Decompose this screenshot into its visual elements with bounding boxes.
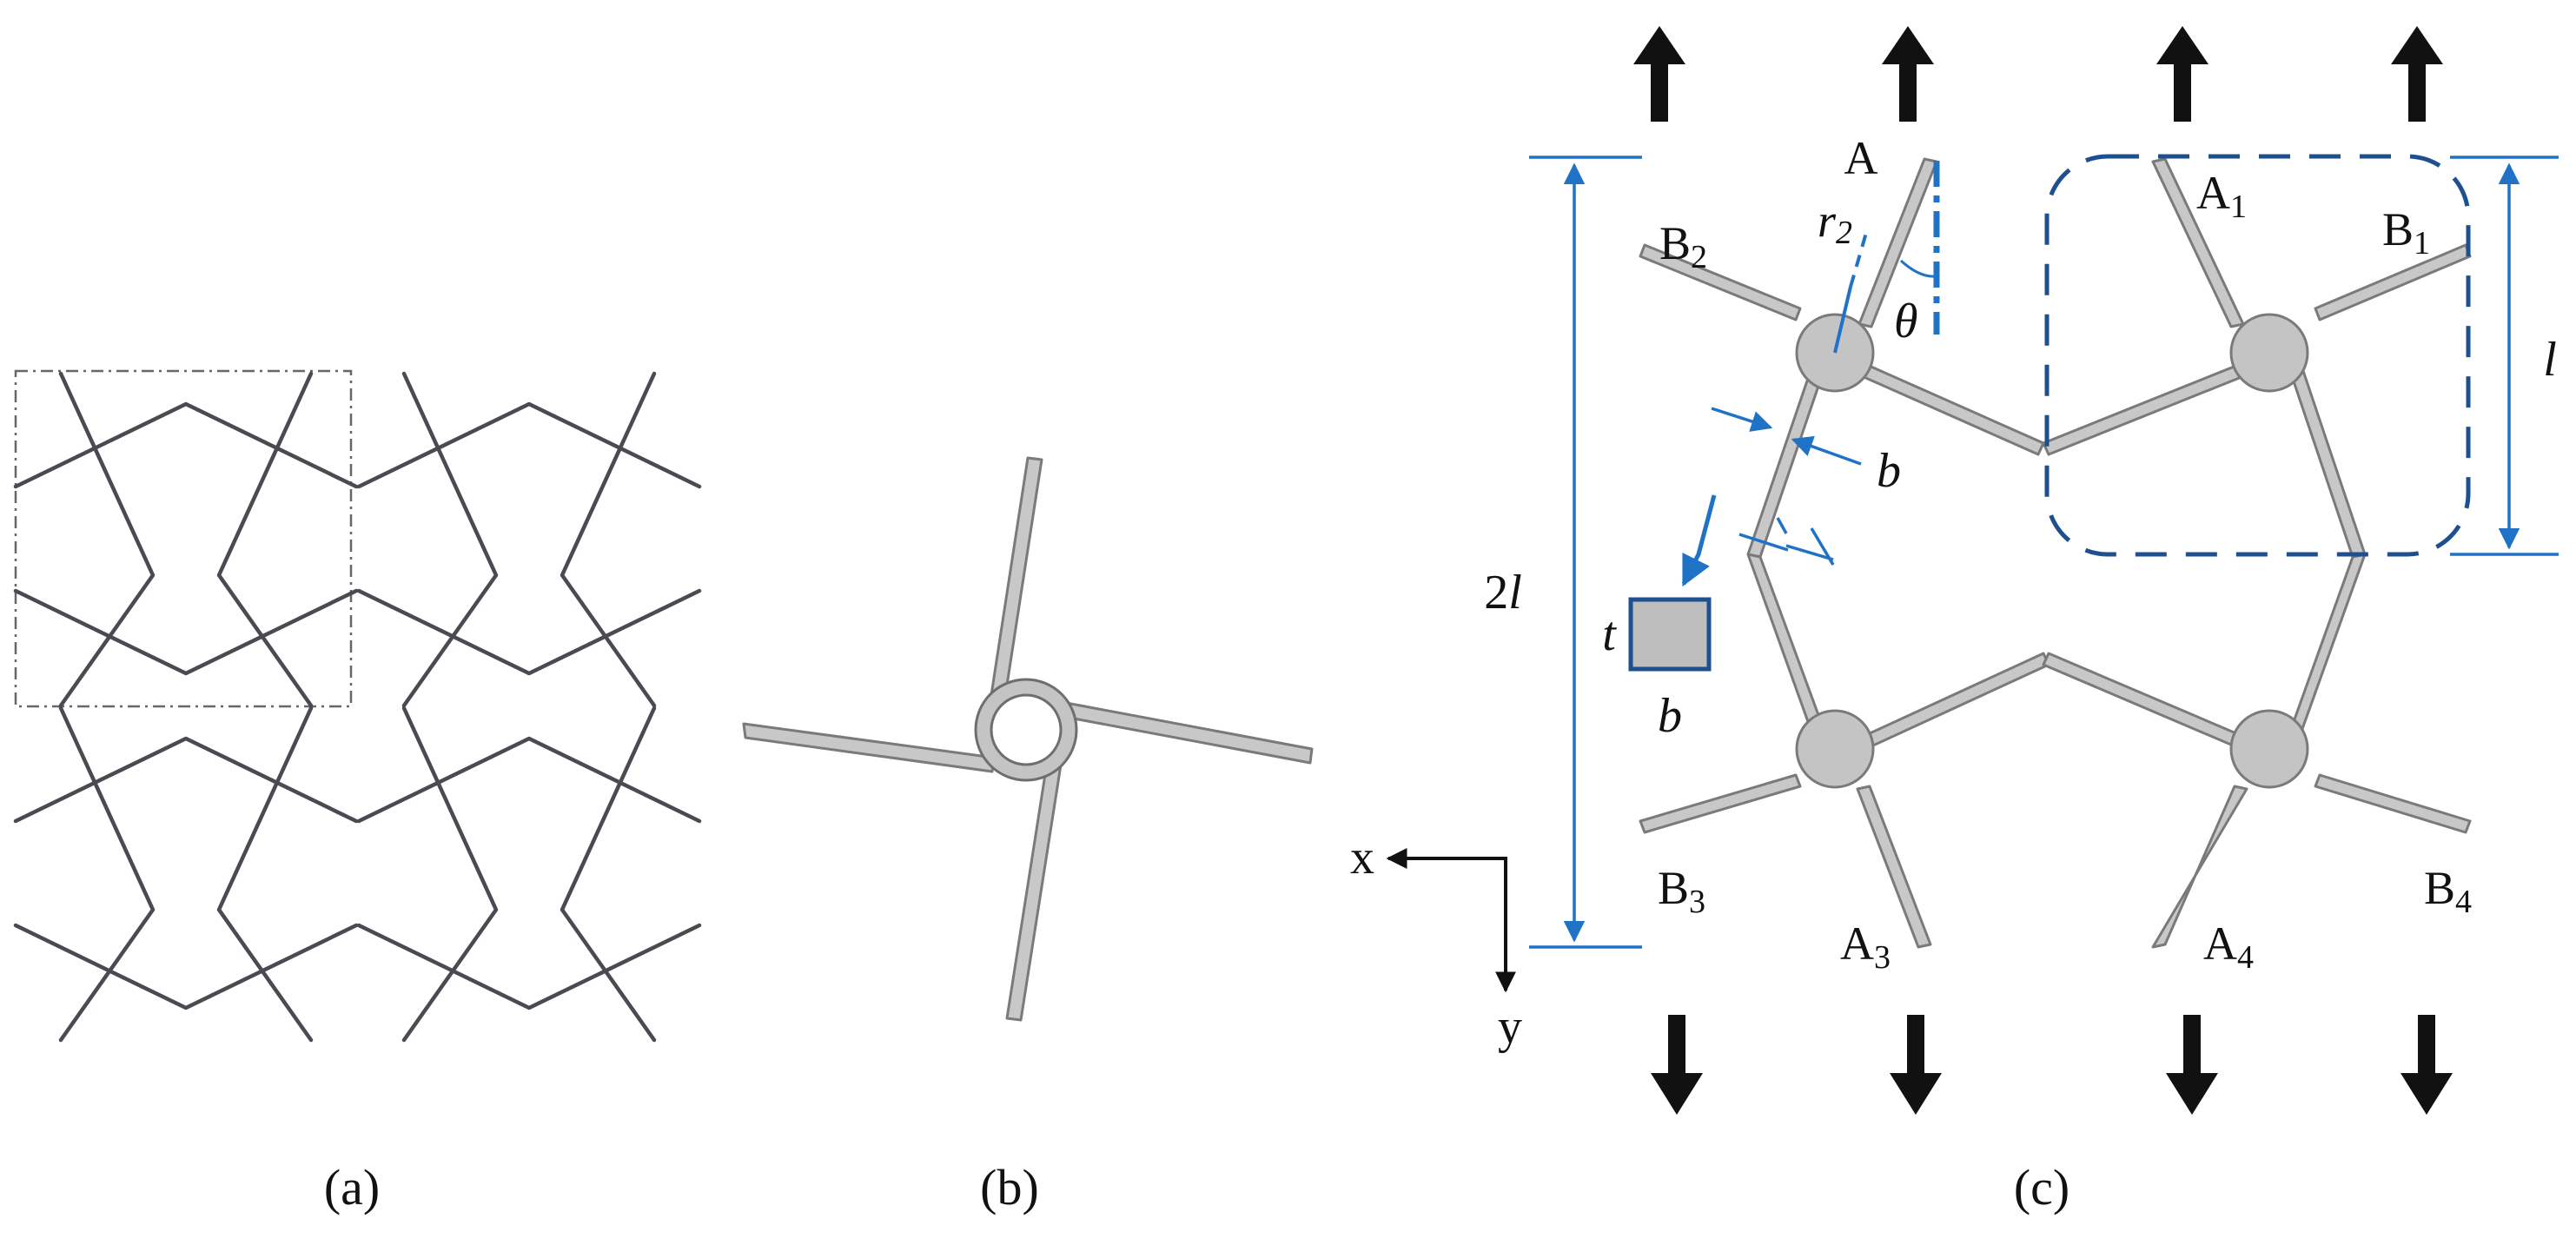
label-B1: B1 xyxy=(2382,203,2430,262)
load-arrow-up xyxy=(2391,26,2443,122)
load-arrows-top xyxy=(1633,26,2443,122)
load-arrow-down xyxy=(2401,1015,2453,1115)
label-b-width: b xyxy=(1877,444,1901,498)
node-bottom-right xyxy=(2229,709,2309,789)
panel-a-caption: (a) xyxy=(324,1159,380,1216)
cell-ligaments xyxy=(1639,157,2472,949)
label-theta: θ xyxy=(1894,295,1918,348)
label-A3: A3 xyxy=(1840,918,1891,976)
angle-theta: θ xyxy=(1894,161,1940,348)
axis-y-label: y xyxy=(1498,1000,1522,1054)
panel-c-caption: (c) xyxy=(2014,1159,2069,1216)
label-B3: B3 xyxy=(1658,862,1705,920)
load-arrow-up xyxy=(1882,26,1934,122)
panel-c-cell: 2l l θ r2 b xyxy=(1350,26,2559,1216)
load-arrow-down xyxy=(1651,1015,1703,1115)
node-bottom-left xyxy=(1795,709,1875,789)
load-arrow-up xyxy=(2156,26,2208,122)
coordinate-axes: x y xyxy=(1350,831,1522,1054)
unit-cell-box xyxy=(14,369,353,708)
cross-section-rect xyxy=(1628,597,1712,672)
panel-a-lattice: (a) xyxy=(13,369,699,1216)
load-arrows-bottom xyxy=(1651,1015,2453,1115)
cross-section: t b xyxy=(1602,597,1712,743)
unit-cell-outline xyxy=(2044,154,2471,557)
axis-x-label: x xyxy=(1350,831,1374,885)
load-arrow-down xyxy=(2166,1015,2218,1115)
label-B2: B2 xyxy=(1659,217,1707,275)
label-2l: 2l xyxy=(1484,566,1522,620)
label-A: A xyxy=(1844,132,1878,184)
node-hole xyxy=(990,693,1063,766)
dimension-l: l xyxy=(2450,156,2559,556)
dimension-2l: 2l xyxy=(1484,156,1642,949)
label-t: t xyxy=(1602,607,1617,661)
label-b-cross: b xyxy=(1658,689,1682,743)
label-A4: A4 xyxy=(2203,918,2254,976)
label-A1: A1 xyxy=(2196,167,2247,225)
load-arrow-down xyxy=(1890,1015,1942,1115)
lattice-unit-cell xyxy=(13,371,359,708)
node-top-right xyxy=(2229,313,2309,393)
label-r2: r2 xyxy=(1818,195,1852,251)
load-arrow-up xyxy=(1633,26,1685,122)
dimension-b-ligament: b xyxy=(1681,407,1901,587)
panel-b-node: (b) xyxy=(742,456,1314,1216)
label-l: l xyxy=(2543,333,2557,387)
label-B4: B4 xyxy=(2424,862,2472,920)
panel-b-caption: (b) xyxy=(980,1159,1039,1216)
radius-r2: r2 xyxy=(1818,195,1868,354)
node-ligaments xyxy=(742,456,1314,1022)
point-labels: A A1 B1 B2 B3 A3 A4 B4 xyxy=(1658,132,2472,976)
